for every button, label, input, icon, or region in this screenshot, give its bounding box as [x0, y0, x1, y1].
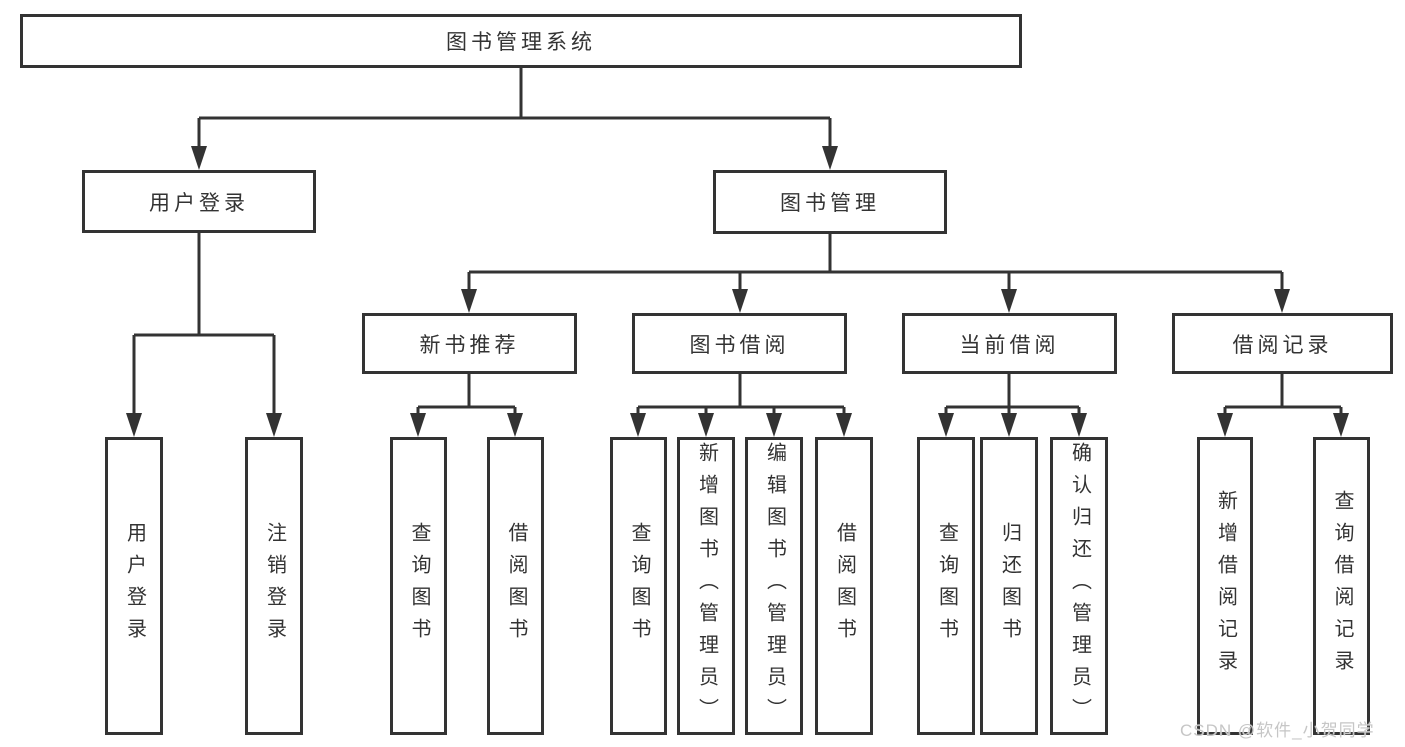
node-leaf-edit-books-admin: 编辑图书（管理员） — [745, 437, 803, 735]
node-label: 新增借阅记录 — [1214, 490, 1237, 682]
node-leaf-add-borrow-record: 新增借阅记录 — [1197, 437, 1253, 735]
node-label: 确认归还（管理员） — [1068, 442, 1091, 730]
node-current-borrowing: 当前借阅 — [902, 313, 1117, 374]
node-label: 借阅图书 — [833, 522, 856, 650]
node-label: 当前借阅 — [959, 333, 1060, 357]
node-book-management: 图书管理 — [713, 170, 947, 234]
node-leaf-return-books: 归还图书 — [980, 437, 1038, 735]
node-leaf-borrow-books-1: 借阅图书 — [487, 437, 544, 735]
node-label: 图书借阅 — [689, 333, 790, 357]
node-leaf-query-books-1: 查询图书 — [390, 437, 447, 735]
node-leaf-confirm-return-admin: 确认归还（管理员） — [1050, 437, 1108, 735]
node-leaf-query-books-3: 查询图书 — [917, 437, 975, 735]
csdn-watermark: CSDN @软件_小贺同学 — [1180, 721, 1375, 740]
node-borrowing-records: 借阅记录 — [1172, 313, 1393, 374]
node-label: 借阅图书 — [505, 522, 527, 650]
node-leaf-query-books-2: 查询图书 — [610, 437, 667, 735]
node-label: 注销登录 — [263, 522, 286, 650]
node-label: 查询图书 — [935, 522, 958, 650]
node-leaf-user-login: 用户登录 — [105, 437, 163, 735]
node-label: 查询借阅记录 — [1331, 490, 1353, 682]
node-leaf-query-borrow-record: 查询借阅记录 — [1313, 437, 1370, 735]
node-label: 归还图书 — [998, 522, 1021, 650]
arrowheads — [126, 146, 1349, 437]
node-label: 新书推荐 — [419, 333, 520, 357]
node-leaf-borrow-books-2: 借阅图书 — [815, 437, 873, 735]
node-label: 用户登录 — [149, 191, 249, 215]
node-label: 借阅记录 — [1232, 333, 1333, 357]
node-label: 图书管理系统 — [446, 31, 596, 54]
node-new-book-recommendation: 新书推荐 — [362, 313, 577, 374]
node-label: 图书管理 — [780, 192, 880, 215]
node-leaf-logout: 注销登录 — [245, 437, 303, 735]
node-user-login-group: 用户登录 — [82, 170, 316, 233]
node-label: 查询图书 — [628, 522, 650, 650]
node-label: 查询图书 — [408, 522, 430, 650]
node-book-borrowing: 图书借阅 — [632, 313, 847, 374]
node-label: 编辑图书（管理员） — [763, 442, 786, 730]
node-label: 用户登录 — [123, 522, 146, 650]
node-library-management-system: 图书管理系统 — [20, 14, 1022, 68]
node-label: 新增图书（管理员） — [695, 442, 718, 730]
node-leaf-add-books-admin: 新增图书（管理员） — [677, 437, 735, 735]
